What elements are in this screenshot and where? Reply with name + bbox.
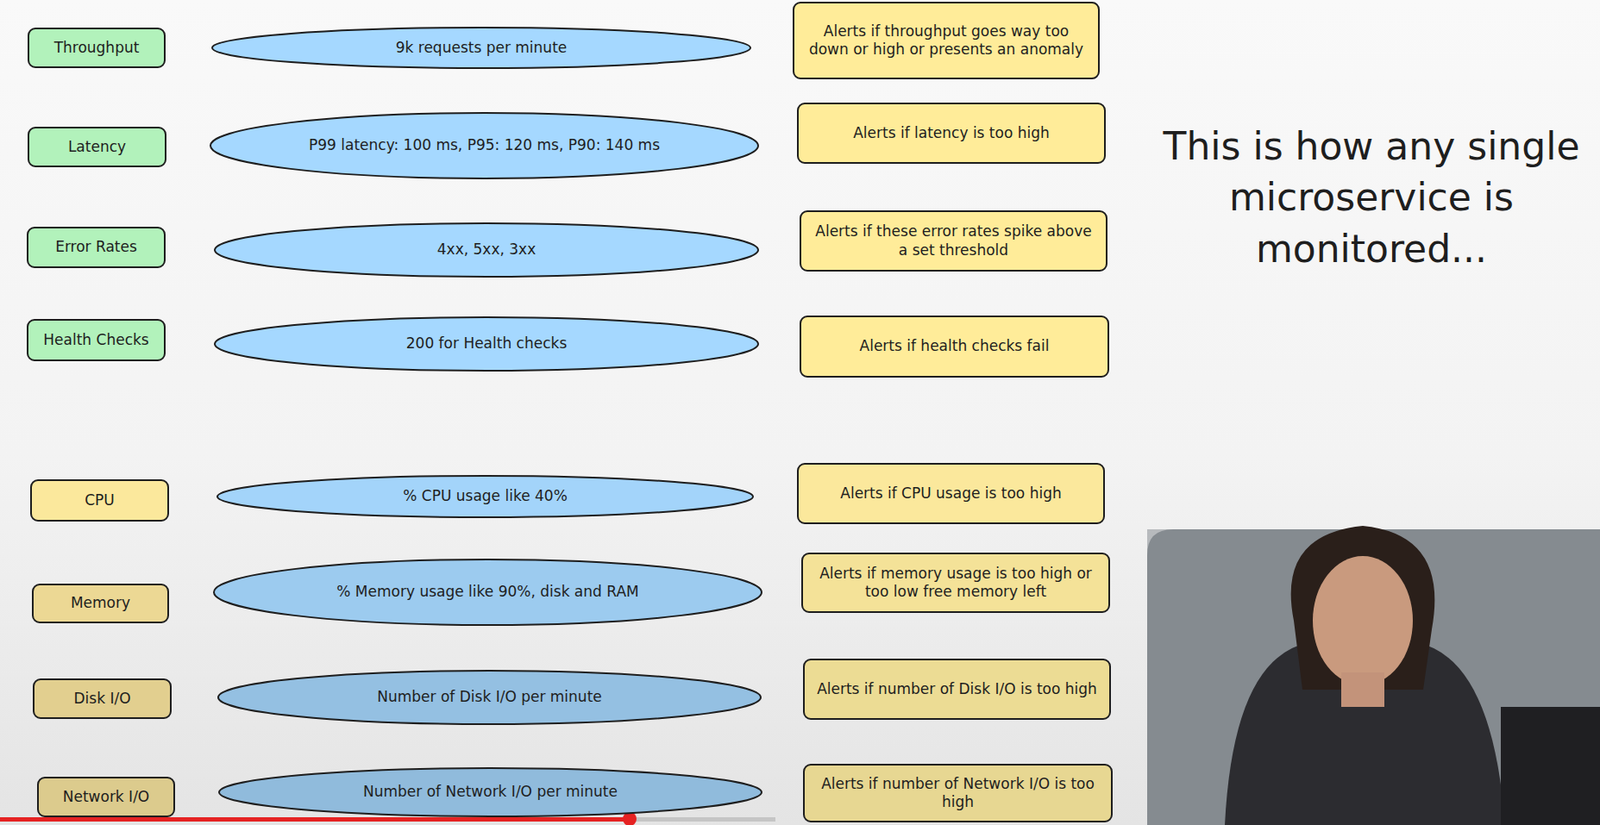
alert-box: Alerts if memory usage is too high or to…: [801, 552, 1111, 614]
value-ellipse: Number of Network I/O per minute: [218, 767, 763, 818]
value-ellipse: % Memory usage like 90%, disk and RAM: [213, 558, 763, 627]
alert-text: Alerts if number of Disk I/O is too high: [816, 680, 1098, 699]
alert-box: Alerts if health checks fail: [799, 315, 1110, 378]
metric-value: % CPU usage like 40%: [402, 487, 568, 506]
alert-box: Alerts if latency is too high: [796, 102, 1106, 164]
alert-text: Alerts if number of Network I/O is too h…: [813, 775, 1103, 813]
metric-box: Throughput: [27, 27, 166, 69]
metric-value: 200 for Health checks: [406, 334, 568, 353]
heading: This is how any single microservice is m…: [1160, 120, 1583, 275]
metric-value: Number of Network I/O per minute: [363, 783, 618, 802]
value-ellipse: Number of Disk I/O per minute: [217, 670, 762, 726]
value-ellipse: P99 latency: 100 ms, P95: 120 ms, P90: 1…: [209, 112, 760, 180]
value-ellipse: 4xx, 5xx, 3xx: [213, 222, 760, 278]
metric-value: 4xx, 5xx, 3xx: [437, 240, 536, 259]
metric-name: Network I/O: [62, 788, 151, 807]
alert-box: Alerts if CPU usage is too high: [796, 463, 1105, 525]
metric-name: Error Rates: [55, 238, 138, 257]
metric-box: Disk I/O: [32, 678, 172, 720]
metric-value: 9k requests per minute: [395, 38, 568, 57]
metric-box: Latency: [27, 126, 167, 168]
metric-box: CPU: [30, 479, 170, 522]
metric-name: Memory: [70, 594, 131, 613]
alert-text: Alerts if health checks fail: [859, 337, 1050, 356]
alert-text: Alerts if throughput goes way too down o…: [803, 22, 1090, 60]
value-ellipse: 9k requests per minute: [211, 26, 752, 70]
metric-value: % Memory usage like 90%, disk and RAM: [336, 583, 639, 602]
alert-text: Alerts if CPU usage is too high: [840, 484, 1061, 503]
metric-value: Number of Disk I/O per minute: [376, 688, 603, 707]
alert-box: Alerts if number of Disk I/O is too high: [803, 658, 1111, 721]
value-ellipse: 200 for Health checks: [213, 316, 760, 372]
metric-box: Memory: [31, 583, 170, 624]
metric-name: Latency: [68, 138, 126, 157]
metric-name: CPU: [84, 491, 115, 510]
metric-box: Health Checks: [26, 319, 166, 362]
alert-box: Alerts if number of Network I/O is too h…: [803, 764, 1113, 823]
alert-box: Alerts if throughput goes way too down o…: [792, 1, 1100, 80]
alert-box: Alerts if these error rates spike above …: [799, 210, 1108, 272]
metric-name: Disk I/O: [73, 690, 131, 709]
alert-text: Alerts if these error rates spike above …: [809, 222, 1098, 260]
alert-text: Alerts if latency is too high: [853, 124, 1050, 143]
metric-box: Error Rates: [26, 226, 166, 269]
metric-value: P99 latency: 100 ms, P95: 120 ms, P90: 1…: [308, 136, 660, 155]
alert-text: Alerts if memory usage is too high or to…: [811, 564, 1100, 603]
metric-name: Health Checks: [43, 331, 149, 350]
value-ellipse: % CPU usage like 40%: [216, 475, 754, 519]
metric-box: Network I/O: [37, 777, 176, 818]
metric-name: Throughput: [54, 38, 140, 57]
